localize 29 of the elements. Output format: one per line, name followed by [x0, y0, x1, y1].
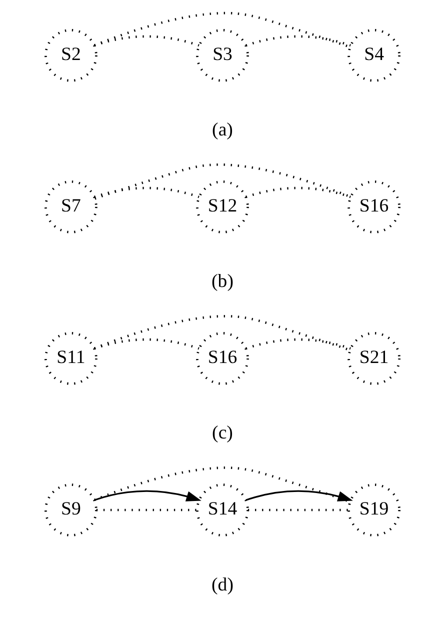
connector [246, 186, 351, 198]
connector [246, 338, 351, 350]
node-circle: S12 [196, 180, 249, 234]
connector [246, 35, 351, 47]
connector [94, 186, 200, 198]
label: (c) [212, 422, 233, 444]
connector [94, 163, 351, 200]
arrow [94, 490, 202, 502]
node-circle: S2 [44, 28, 98, 82]
node-circle: S16 [196, 332, 249, 385]
node-circle: S4 [348, 28, 400, 82]
label: (a) [212, 120, 233, 141]
connector [94, 12, 350, 48]
node-circle: S11 [44, 332, 98, 385]
node-circle: S7 [44, 180, 98, 234]
label: (b) [212, 271, 234, 292]
arrow [246, 490, 353, 502]
connector [94, 338, 200, 350]
connector [94, 35, 200, 47]
connector [96, 508, 197, 512]
label: (d) [212, 574, 234, 596]
node-circle: S14 [196, 484, 249, 536]
connector [248, 508, 348, 512]
connector [94, 315, 350, 352]
node-circle: S3 [196, 28, 249, 82]
node-circle: S19 [348, 484, 400, 536]
node-circle: S21 [348, 332, 400, 385]
node-circle: S16 [348, 180, 400, 234]
node-circle: S9 [44, 484, 98, 536]
